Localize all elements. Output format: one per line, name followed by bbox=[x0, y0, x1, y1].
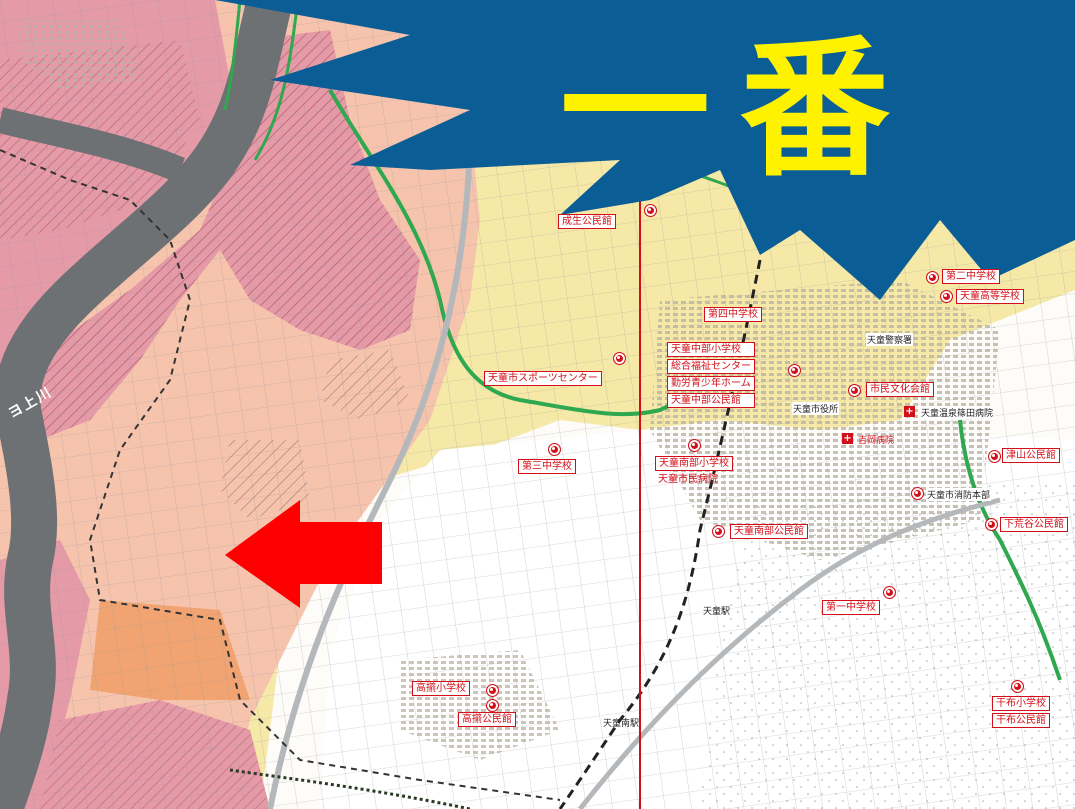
label-dai3-jhs: 第三中学校 bbox=[518, 459, 576, 474]
label-chubu-es: 天童中部小学校 bbox=[667, 342, 755, 357]
label-south-station: 天童南駅 bbox=[603, 719, 640, 729]
label-hatagi-es: 干布小学校 bbox=[992, 696, 1050, 711]
nanbu-label-group: 天童南部小学校 天童市民病院 bbox=[655, 456, 733, 486]
label-onsen-hospital: 天童温泉篠田病院 bbox=[920, 406, 995, 419]
facility-pin-icon bbox=[788, 364, 801, 377]
facility-pin-icon bbox=[988, 450, 1001, 463]
label-seisei-hall: 成生公民館 bbox=[558, 214, 616, 229]
label-sports-center: 天童市スポーツセンター bbox=[484, 371, 602, 386]
label-tendo-station: 天童駅 bbox=[703, 607, 731, 617]
label-dai4-jhs: 第四中学校 bbox=[704, 307, 762, 322]
chubu-label-group: 天童中部小学校 総合福祉センター 勤労青少年ホーム 天童中部公民館 bbox=[667, 342, 755, 408]
facility-pin-icon bbox=[486, 684, 499, 697]
facility-pin-icon bbox=[911, 487, 924, 500]
label-nanbu-hall: 天童南部公民館 bbox=[730, 524, 808, 539]
label-chubu-hall: 天童中部公民館 bbox=[667, 393, 755, 408]
facility-pin-icon bbox=[883, 586, 896, 599]
hospital-cross-icon: + bbox=[904, 406, 915, 417]
facility-pin-icon bbox=[486, 699, 499, 712]
hospital-cross-icon: + bbox=[842, 433, 853, 444]
facility-pin-icon bbox=[613, 352, 626, 365]
label-civic-culture: 市民文化会館 bbox=[866, 382, 934, 397]
facility-pin-icon bbox=[548, 443, 561, 456]
label-fire-hq: 天童市消防本部 bbox=[926, 488, 992, 501]
tendo-town bbox=[650, 280, 1000, 560]
boundary-line bbox=[328, 89, 731, 417]
label-tsuyama-hall: 津山公民館 bbox=[1002, 448, 1060, 463]
label-city-hall: 天童市役所 bbox=[792, 402, 840, 415]
label-nanbu-es: 天童南部小学校 bbox=[655, 456, 733, 471]
label-shimoaota-hall: 下荒谷公民館 bbox=[1000, 517, 1068, 532]
facility-pin-icon bbox=[688, 439, 701, 452]
label-yoshida-hospital: 吉岡病院 bbox=[858, 436, 895, 446]
headline-banner bbox=[215, 0, 1075, 300]
facility-pin-icon bbox=[926, 271, 939, 284]
facility-pin-icon bbox=[644, 204, 657, 217]
label-welfare-center: 総合福祉センター bbox=[667, 359, 755, 374]
label-hatagi-hall: 干布公民館 bbox=[992, 713, 1050, 728]
mogami-river bbox=[0, 0, 293, 809]
tributary bbox=[0, 107, 185, 183]
facility-pin-icon bbox=[1011, 680, 1024, 693]
label-takatama-hall: 高擶公民館 bbox=[458, 712, 516, 727]
label-tendo-hs: 天童高等学校 bbox=[956, 289, 1024, 304]
facility-pin-icon bbox=[985, 518, 998, 531]
facility-pin-icon bbox=[848, 384, 861, 397]
label-dai1-jhs: 第一中学校 bbox=[822, 600, 880, 615]
headline-text: 一番 bbox=[560, 23, 921, 197]
facility-pin-icon bbox=[940, 290, 953, 303]
label-dai2-jhs: 第二中学校 bbox=[942, 269, 1000, 284]
label-city-hospital: 天童市民病院 bbox=[658, 474, 718, 485]
label-police: 天童警察署 bbox=[866, 333, 914, 346]
label-youth-home: 勤労青少年ホーム bbox=[667, 376, 755, 391]
admin-boundary bbox=[0, 149, 561, 801]
left-arrow-icon bbox=[225, 500, 382, 608]
hatagi-label-group: 干布小学校 干布公民館 bbox=[992, 696, 1050, 728]
facility-pin-icon bbox=[712, 525, 725, 538]
label-takatama-es: 高擶小学校 bbox=[412, 681, 470, 696]
